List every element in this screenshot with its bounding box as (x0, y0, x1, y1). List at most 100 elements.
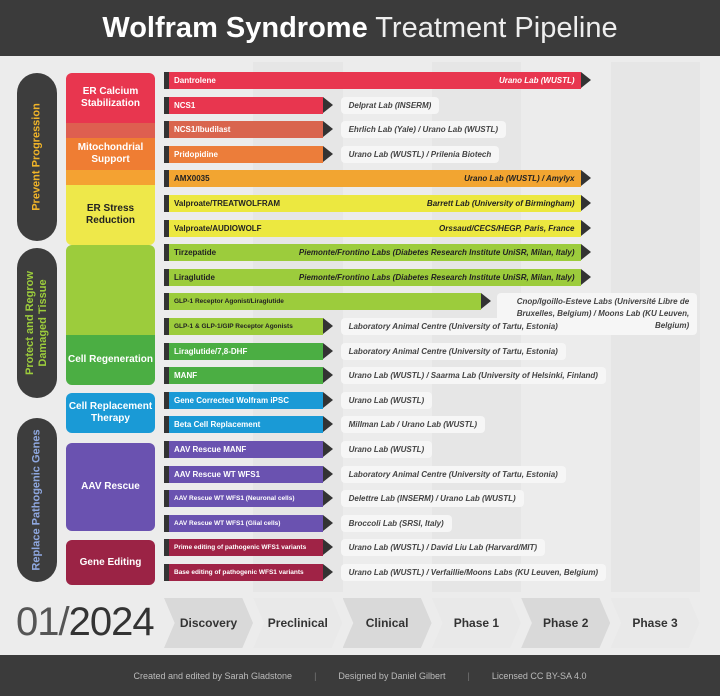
treatment-bar: AAV Rescue WT WFS1 (164, 465, 333, 483)
lab-name: Orssaud/CECS/HEGP, Paris, France (439, 223, 575, 233)
pipeline-row: AMX0035 Urano Lab (WUSTL) / Amylyx (164, 170, 700, 188)
phase-discovery: Discovery (164, 598, 253, 648)
treatment-name: Gene Corrected Wolfram iPSC (174, 395, 289, 405)
pipeline-row: Liraglutide Piemonte/Frontino Labs (Diabe… (164, 268, 700, 286)
group-label: Prevent Progression (17, 73, 57, 241)
credit-creator: Created and edited by Sarah Gladstone (133, 670, 293, 681)
treatment-bar: AMX0035 Urano Lab (WUSTL) / Amylyx (164, 170, 590, 188)
treatment-name: Valproate/TREATWOLFRAM (174, 199, 281, 208)
separator: | (314, 670, 317, 681)
pipeline-row: AAV Rescue WT WFS1 Laboratory Animal Cent… (164, 465, 700, 483)
pipeline-row: Base editing of pathogenic WFS1 variants… (164, 564, 700, 581)
lab-name: Urano Lab (WUSTL) / Verfaillie/Moons Lab… (340, 564, 607, 581)
treatment-name: Tirzepatide (174, 248, 217, 258)
category-label: Cell Regeneration (66, 335, 155, 385)
treatment-name: Liraglutide/7,8-DHF (174, 346, 248, 356)
pipeline-row: AAV Rescue WT WFS1 (Glial cells) Broccoli… (164, 514, 700, 532)
treatment-name: NCS1/Ibudilast (174, 125, 231, 135)
lab-name: Piemonte/Frontino Labs (Diabetes Researc… (298, 272, 575, 282)
treatment-bar: AAV Rescue WT WFS1 (Neuronal cells) (164, 490, 333, 508)
treatment-bar: Liraglutide/7,8-DHF (164, 342, 333, 360)
pipeline-row: MANF Urano Lab (WUSTL) / Saarma Lab (Univ… (164, 367, 700, 385)
lab-name: Broccoli Lab (SRSI, Italy) (340, 514, 452, 532)
treatment-bar: Base editing of pathogenic WFS1 variants (164, 564, 333, 581)
pipeline-row: Gene Corrected Wolfram iPSC Urano Lab (WU… (164, 391, 700, 409)
category-label: AAV Rescue (66, 443, 155, 531)
treatment-name: Base editing of pathogenic WFS1 variants (174, 569, 304, 576)
treatment-name: AAV Rescue WT WFS1 (174, 469, 261, 479)
footer: Created and edited by Sarah Gladstone | D… (0, 655, 720, 696)
category-label: ER Stress Reduction (66, 185, 155, 245)
lab-name: Urano Lab (WUSTL) / Amylyx (464, 174, 575, 184)
treatment-bar: Gene Corrected Wolfram iPSC (164, 391, 333, 409)
treatment-name: AMX0035 (174, 174, 210, 184)
page-title: Wolfram Syndrome Treatment Pipeline (0, 0, 720, 56)
treatment-bar: Tirzepatide Piemonte/Frontino Labs (Diabe… (164, 244, 590, 262)
date-label: 01/2024 (16, 600, 155, 645)
phase-preclinical: Preclinical (253, 598, 343, 648)
treatment-bar: Valproate/AUDIOWOLF Orssaud/CECS/HEGP, Pa… (164, 219, 590, 237)
lab-name: Delprat Lab (INSERM) (340, 96, 440, 114)
lab-name: Piemonte/Frontino Labs (Diabetes Researc… (298, 248, 575, 258)
treatment-bar: Beta Cell Replacement (164, 416, 333, 434)
credit-designer: Designed by Daniel Gilbert (338, 670, 446, 681)
category-label (66, 245, 155, 335)
treatment-name: GLP-1 & GLP-1/GIP Receptor Agonists (174, 323, 293, 330)
treatment-name: Prime editing of pathogenic WFS1 variant… (174, 544, 307, 552)
phase-phase-1: Phase 1 (431, 598, 521, 648)
treatment-bar: GLP-1 Receptor Agonist/Liraglutide (164, 293, 492, 311)
treatment-name: AAV Rescue WT WFS1 (Neuronal cells) (174, 495, 295, 503)
lab-name: Delettre Lab (INSERM) / Urano Lab (WUSTL… (340, 490, 524, 508)
treatment-bar: GLP-1 & GLP-1/GIP Receptor Agonists (164, 318, 333, 335)
lab-name: Urano Lab (WUSTL) / Saarma Lab (Universi… (340, 367, 606, 385)
date-year: 2024 (68, 600, 155, 644)
pipeline-row: Prime editing of pathogenic WFS1 variant… (164, 539, 700, 557)
group-label: Replace Pathogenic Genes (17, 418, 57, 582)
treatment-bar: NCS1/Ibudilast (164, 121, 333, 139)
treatment-bar: Liraglutide Piemonte/Frontino Labs (Diabe… (164, 268, 590, 286)
pipeline-row: AAV Rescue WT WFS1 (Neuronal cells) Delet… (164, 490, 700, 508)
lab-name: Urano Lab (WUSTL) (340, 391, 433, 409)
lab-name: Barrett Lab (University of Birmingham) (426, 199, 575, 208)
treatment-name: Pridopidine (174, 149, 218, 159)
category-label: ER Calcium Stabilization (66, 73, 155, 123)
treatment-name: AAV Rescue WT WFS1 (Glial cells) (174, 519, 281, 527)
pipeline-row: Valproate/TREATWOLFRAM Barrett Lab (Unive… (164, 195, 700, 212)
treatment-name: Liraglutide (174, 272, 215, 282)
license: Licensed CC BY-SA 4.0 (491, 670, 587, 681)
treatment-bar: NCS1 (164, 96, 333, 114)
separator: | (467, 670, 470, 681)
category-label: Mitochondrial Support (66, 138, 155, 170)
lab-name: Laboratory Animal Centre (University of … (340, 465, 566, 483)
lab-name: Ehrlich Lab (Yale) / Urano Lab (WUSTL) (340, 121, 507, 139)
group-label-text: Replace Pathogenic Genes (30, 429, 43, 571)
treatment-bar: Pridopidine (164, 145, 333, 163)
treatment-bar: Valproate/TREATWOLFRAM Barrett Lab (Unive… (164, 195, 590, 212)
pipeline-row: Tirzepatide Piemonte/Frontino Labs (Diabe… (164, 244, 700, 262)
lab-name: Urano Lab (WUSTL) / David Liu Lab (Harva… (340, 539, 546, 557)
lab-name: Urano Lab (WUSTL) (498, 76, 575, 85)
pipeline-row: NCS1/Ibudilast Ehrlich Lab (Yale) / Urano… (164, 121, 700, 139)
phase-phase-2: Phase 2 (521, 598, 611, 648)
pipeline-row: Valproate/AUDIOWOLF Orssaud/CECS/HEGP, Pa… (164, 219, 700, 237)
treatment-name: Valproate/AUDIOWOLF (174, 223, 262, 233)
treatment-name: MANF (174, 371, 198, 381)
group-label: Protect and Regrow Damaged Tissue (17, 248, 57, 398)
lab-name: Millman Lab / Urano Lab (WUSTL) (340, 416, 486, 434)
treatment-bar: Prime editing of pathogenic WFS1 variant… (164, 539, 333, 557)
treatment-bar: MANF (164, 367, 333, 385)
lab-name: Laboratory Animal Centre (University of … (340, 342, 566, 360)
treatment-name: Beta Cell Replacement (174, 420, 261, 430)
title-light: Treatment Pipeline (375, 12, 618, 44)
category-label (66, 123, 155, 138)
category-label: Cell Replacement Therapy (66, 393, 155, 433)
title-bold: Wolfram Syndrome (102, 12, 368, 44)
phase-clinical: Clinical (342, 598, 432, 648)
treatment-name: GLP-1 Receptor Agonist/Liraglutide (174, 298, 284, 306)
treatment-name: NCS1 (174, 100, 196, 110)
